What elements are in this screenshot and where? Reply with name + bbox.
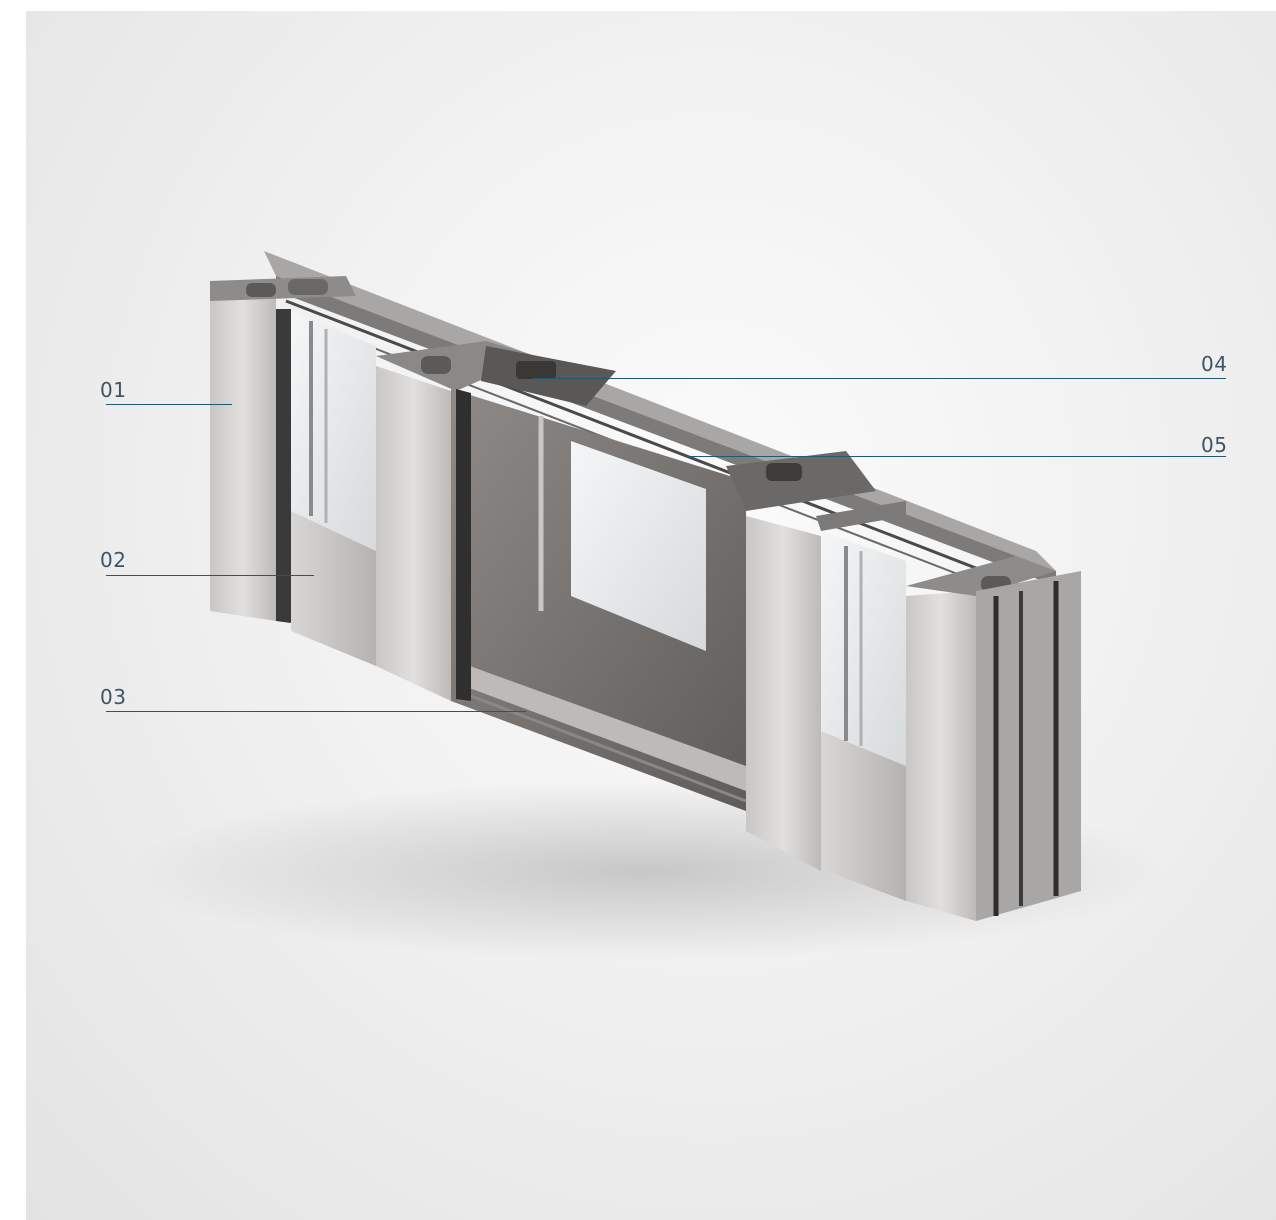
- callout-leader-03: [106, 711, 526, 712]
- bottom-track: [456, 661, 746, 791]
- right-interlock-chamber: [766, 463, 802, 481]
- middle-glass: [571, 441, 706, 651]
- center-left-chamber: [421, 356, 451, 374]
- sliding-door-profile-illustration: [126, 251, 1166, 961]
- left-frame-chamber: [246, 283, 276, 297]
- top-interlock-chamber: [516, 361, 556, 379]
- right-sash-top: [816, 501, 906, 531]
- bottom-track-groove: [457, 689, 747, 803]
- right-center-frame: [746, 516, 821, 871]
- callout-label-01: 01: [100, 378, 127, 402]
- right-sash-bottom: [821, 731, 906, 901]
- right-interlock-top: [726, 451, 876, 511]
- callout-leader-01: [106, 404, 232, 405]
- product-render: [26, 11, 1276, 1220]
- center-left-frame: [376, 366, 451, 701]
- right-frame-face: [906, 591, 976, 921]
- left-frame-chamber-2: [288, 279, 328, 295]
- left-frame-face: [210, 296, 276, 621]
- callout-label-02: 02: [100, 548, 127, 572]
- callout-label-04: 04: [1201, 352, 1228, 376]
- callout-label-03: 03: [100, 685, 127, 709]
- right-sash-glass: [821, 531, 906, 766]
- left-sash-bottom: [291, 511, 376, 666]
- left-sash-glass: [291, 311, 376, 551]
- callout-leader-02: [106, 575, 314, 576]
- callout-leader-04: [533, 378, 1226, 379]
- callout-leader-05: [688, 456, 1226, 457]
- left-sash-gasket: [276, 309, 291, 623]
- right-frame-side: [976, 571, 1081, 921]
- middle-gasket: [456, 389, 471, 701]
- callout-label-05: 05: [1201, 433, 1228, 457]
- right-frame-top: [906, 556, 1056, 596]
